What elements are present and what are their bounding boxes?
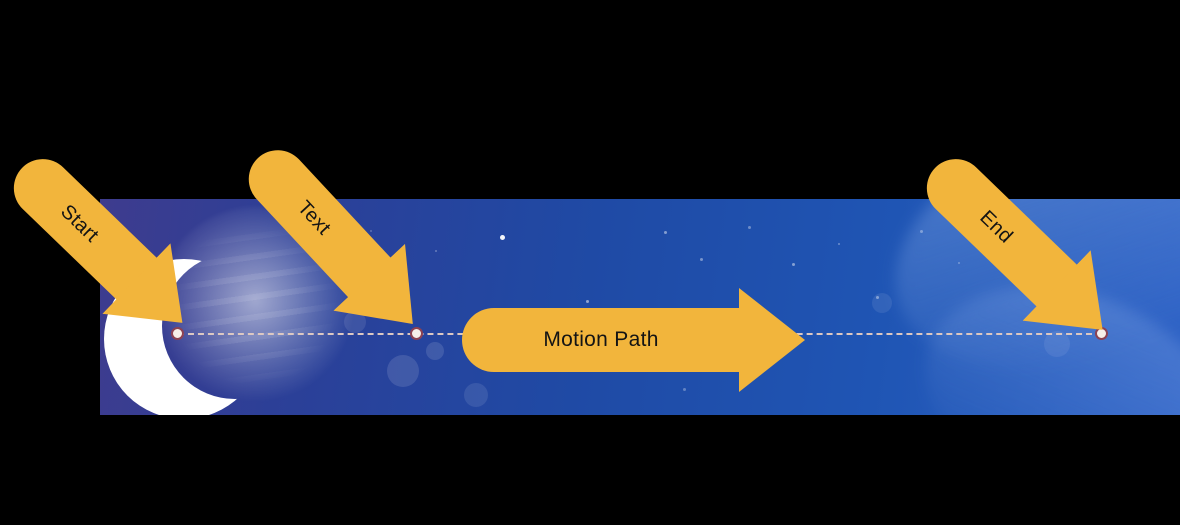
star bbox=[683, 388, 686, 391]
end-arrow-label: End bbox=[975, 206, 1018, 248]
motion-path-arrow-label: Motion Path bbox=[543, 328, 659, 351]
star bbox=[586, 300, 589, 303]
path-point-start bbox=[171, 327, 184, 340]
star bbox=[435, 250, 437, 252]
motion-path-annotation-arrow: Motion Path bbox=[462, 288, 805, 392]
bokeh-circle bbox=[344, 311, 366, 333]
bokeh-circle bbox=[387, 355, 419, 387]
star bbox=[500, 235, 505, 240]
star bbox=[700, 258, 703, 261]
bokeh-circle bbox=[426, 342, 444, 360]
star bbox=[370, 230, 372, 232]
star bbox=[748, 226, 751, 229]
bokeh-circle bbox=[1044, 331, 1070, 357]
star bbox=[664, 231, 667, 234]
bokeh-circle bbox=[872, 293, 892, 313]
star bbox=[792, 263, 795, 266]
star bbox=[920, 230, 923, 233]
path-point-mid bbox=[410, 327, 423, 340]
star bbox=[958, 262, 960, 264]
bokeh-circle bbox=[464, 383, 488, 407]
arrow-head-icon bbox=[739, 288, 805, 392]
start-arrow-label: Start bbox=[56, 200, 104, 247]
motion-path-arrow-body: Motion Path bbox=[462, 308, 740, 372]
star bbox=[876, 296, 879, 299]
text-arrow-label: Text bbox=[293, 196, 336, 239]
start-arrow-body: Start bbox=[1, 147, 158, 301]
star bbox=[838, 243, 840, 245]
